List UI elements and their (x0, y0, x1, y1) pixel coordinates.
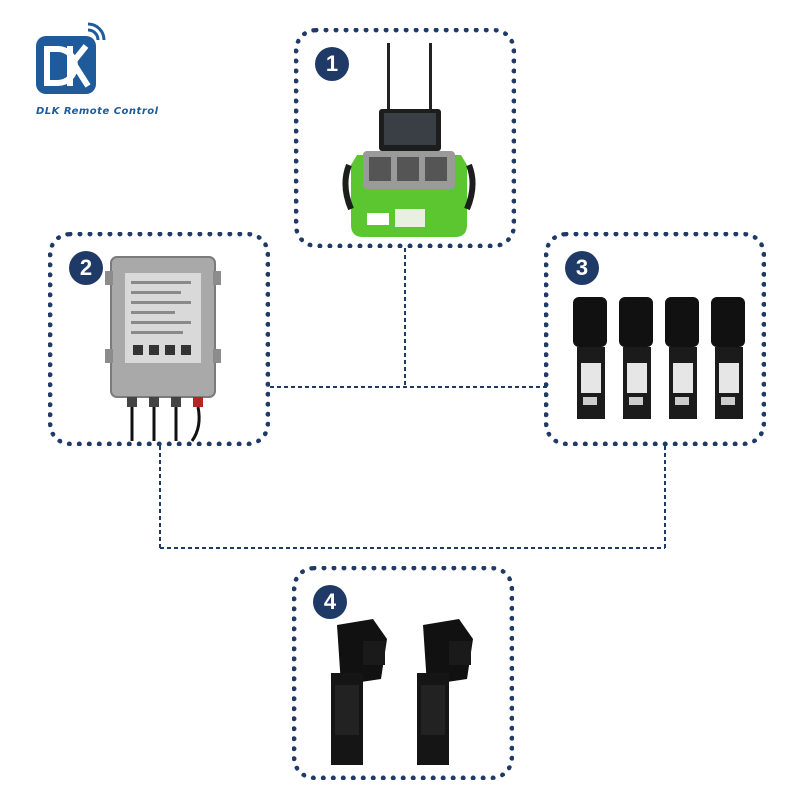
dlk-logo-icon (36, 22, 106, 94)
node-4-box: 4 (292, 566, 514, 780)
node-3-box: 3 (544, 232, 766, 446)
node-2-box: 2 (48, 232, 270, 446)
node-1-badge: 1 (315, 47, 349, 81)
small-actuators-icon (573, 297, 745, 419)
control-box-icon (105, 256, 221, 442)
remote-transmitter-icon (342, 43, 476, 237)
node-2-badge: 2 (69, 251, 103, 285)
node-3-badge: 3 (565, 251, 599, 285)
large-actuators-icon (331, 619, 473, 765)
logo-text: DLK Remote Control (36, 106, 159, 117)
node-4-badge: 4 (313, 585, 347, 619)
node-1-box: 1 (294, 28, 516, 248)
